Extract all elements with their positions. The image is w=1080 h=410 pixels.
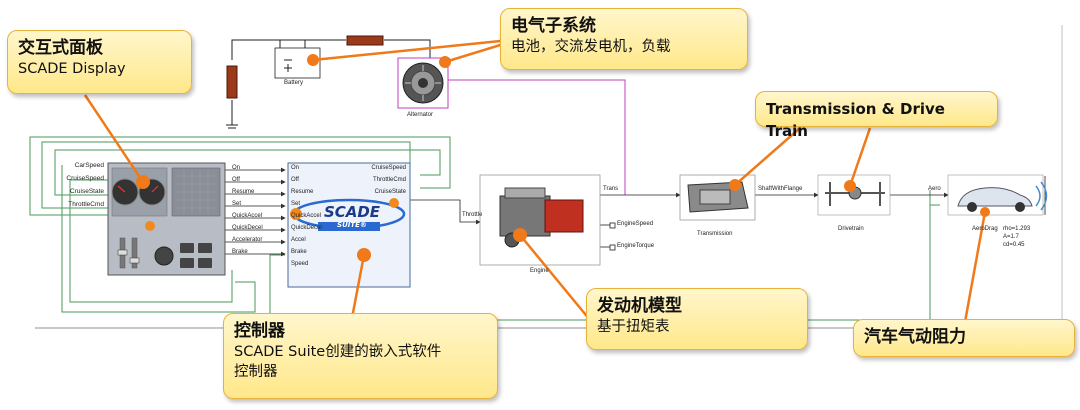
- aero-param-area: A=1.7: [1003, 234, 1019, 240]
- panel-in-off: Off: [232, 177, 240, 183]
- ctrl-in-set: Set: [291, 201, 301, 207]
- resistor-top: [346, 35, 384, 46]
- panel-out-carspeed: CarSpeed: [74, 162, 104, 169]
- signal-aero-in: Aero: [928, 186, 941, 192]
- aero-param-rho: rho=1.293: [1003, 226, 1031, 232]
- engine-speed-port: [609, 222, 616, 229]
- callout-electrical-title: 电气子系统: [511, 16, 596, 36]
- suite-logo-word1: SCADE: [323, 203, 381, 221]
- callout-engine: 发动机模型 基于扭矩表: [586, 288, 808, 350]
- panel-button-3[interactable]: [180, 258, 194, 268]
- panel-out-throttlecmd: ThrottleCmd: [68, 201, 104, 208]
- suite-orb-left: [290, 208, 302, 220]
- engine-label: Engine: [530, 268, 549, 274]
- callout-electrical-subtitle: 电池，交流发电机，负载: [511, 39, 671, 55]
- signal-engine-speed: EngineSpeed: [617, 221, 654, 227]
- suite-bar: [318, 222, 380, 231]
- panel-button-2[interactable]: [198, 243, 212, 253]
- on-button[interactable]: [154, 246, 174, 266]
- indicator-light: [145, 221, 155, 231]
- callout-controller-title: 控制器: [234, 321, 285, 341]
- panel-out-cruisespeed: CruiseSpeed: [66, 175, 104, 182]
- panel-in-set: Set: [232, 201, 242, 207]
- suite-logo-word2: SUITE®: [337, 221, 367, 229]
- panel-in-on: On: [232, 165, 241, 171]
- callout-aero: 汽车气动阻力: [853, 319, 1075, 357]
- ctrl-in-speed: Speed: [291, 261, 309, 267]
- panel-in-resume: Resume: [232, 189, 255, 195]
- signal-shaft: ShaftWithFlange: [758, 186, 803, 192]
- drivetrain-label: Drivetrain: [838, 226, 864, 232]
- panel-button-1[interactable]: [180, 243, 194, 253]
- panel-in-accelerator: Accelerator: [232, 237, 263, 243]
- signal-throttle: Throttle: [462, 212, 483, 218]
- callout-controller-line1: SCADE Suite创建的嵌入式软件: [234, 344, 442, 360]
- alternator-label: Alternator: [407, 112, 434, 118]
- callout-transmission: Transmission & Drive Train: [755, 91, 998, 140]
- transmission-label: Transmission: [697, 231, 733, 237]
- aero-param-cd: cd=0.45: [1003, 242, 1025, 248]
- ctrl-out-throttlecmd: ThrottleCmd: [372, 177, 406, 183]
- resistor-left: [226, 65, 238, 99]
- signal-wires: [225, 167, 1046, 257]
- engine-image: [499, 195, 551, 237]
- callout-arrows: [83, 38, 987, 323]
- brake-slider[interactable]: [131, 237, 138, 269]
- signal-engine-torque: EngineTorque: [617, 243, 655, 249]
- panel-in-quickaccel: QuickAccel: [232, 213, 263, 219]
- ctrl-in-off: Off: [291, 177, 299, 183]
- panel-in-brake: Brake: [232, 249, 248, 255]
- battery-label: Battery: [284, 80, 304, 86]
- callout-controller: 控制器 SCADE Suite创建的嵌入式软件 控制器: [223, 313, 498, 399]
- callout-engine-subtitle: 基于扭矩表: [597, 319, 670, 335]
- engine-torque-port: [609, 244, 616, 251]
- ctrl-out-cruisestate: CruiseState: [374, 189, 406, 195]
- panel-in-quickdecel: QuickDecel: [232, 225, 263, 231]
- ctrl-in-resume: Resume: [291, 189, 314, 195]
- callout-arrow-dots: [136, 54, 990, 262]
- callout-display-title: 交互式面板: [18, 38, 103, 58]
- callout-transmission-title: Transmission & Drive Train: [766, 100, 945, 140]
- panel-out-cruisestate: CruiseState: [70, 188, 104, 195]
- ctrl-in-brake: Brake: [291, 249, 307, 255]
- ctrl-in-quickaccel: QuickAccel: [291, 213, 322, 219]
- callout-electrical: 电气子系统 电池，交流发电机，负载: [500, 8, 748, 70]
- ctrl-in-quickdecel: QuickDecel: [291, 225, 322, 231]
- callout-controller-line2: 控制器: [234, 364, 278, 380]
- electrical-wires: [226, 39, 431, 129]
- ctrl-out-cruisespeed: CruiseSpeed: [371, 165, 406, 171]
- panel-button-4[interactable]: [198, 258, 212, 268]
- power-wire: [448, 79, 626, 195]
- callout-scade-display: 交互式面板 SCADE Display: [7, 30, 192, 94]
- callout-engine-title: 发动机模型: [597, 296, 682, 316]
- aerodrag-label: AeroDrag: [972, 226, 998, 232]
- callout-display-subtitle: SCADE Display: [18, 61, 126, 77]
- signal-trans-in: Trans: [603, 186, 619, 192]
- suite-orb-right: [389, 198, 399, 208]
- car-image: [957, 187, 1033, 207]
- ctrl-in-on: On: [291, 165, 300, 171]
- ctrl-in-accel: Accel: [291, 237, 306, 243]
- callout-aero-title: 汽车气动阻力: [864, 327, 966, 347]
